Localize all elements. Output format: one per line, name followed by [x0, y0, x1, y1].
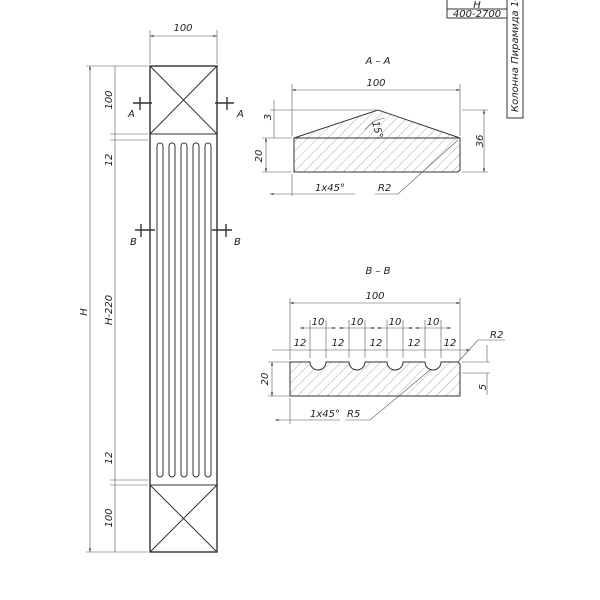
- top-block-dim: 100: [104, 90, 115, 109]
- aa-radius: R2: [378, 183, 391, 194]
- bb-gap-1: 12: [294, 338, 307, 349]
- section-a-left: A: [127, 109, 135, 120]
- h-label: H: [473, 0, 481, 11]
- section-b-right: B: [234, 237, 241, 248]
- section-bb-title: B – B: [365, 266, 390, 277]
- aa-angle: 15°: [369, 120, 384, 140]
- bb-gap-4: 12: [408, 338, 421, 349]
- section-bb: B – B 100 10 10 10 10 12 12 12 12 12 20 …: [260, 266, 505, 424]
- bb-groove-4: 10: [427, 317, 440, 328]
- bb-depth: 5: [478, 384, 489, 390]
- section-aa-title: A – A: [364, 56, 390, 67]
- top-gap-dim: 12: [104, 154, 115, 167]
- bb-width: 100: [365, 291, 384, 302]
- bb-chamfer: 1x45°: [310, 409, 340, 420]
- bottom-gap-dim: 12: [104, 452, 115, 465]
- column-elevation: 100 H 100 12 H-220 12 100 A A B B: [79, 23, 244, 553]
- flutes: [156, 142, 212, 478]
- bb-gap-2: 12: [332, 338, 345, 349]
- section-aa: A – A 100 36 20 3 15° 1x45° R2: [254, 56, 488, 196]
- bb-groove-1: 10: [312, 317, 325, 328]
- bb-gap-3: 12: [370, 338, 383, 349]
- section-a-right: A: [236, 109, 244, 120]
- section-b-left: B: [130, 237, 137, 248]
- aa-chamfer: 1x45°: [315, 183, 345, 194]
- bb-groove-radius: R5: [347, 409, 360, 420]
- width-dim: 100: [173, 23, 192, 34]
- h-range: 400-2700: [453, 9, 501, 20]
- product-name: Колонна Пирамида 100мм: [510, 0, 521, 112]
- bb-edge-radius: R2: [490, 330, 503, 341]
- bb-thickness: 20: [260, 373, 271, 386]
- aa-peak: 3: [263, 114, 274, 120]
- aa-width: 100: [366, 78, 385, 89]
- aa-total: 36: [475, 135, 486, 148]
- bb-gap-5: 12: [444, 338, 457, 349]
- bb-groove-3: 10: [389, 317, 402, 328]
- total-height-dim: H: [79, 308, 90, 316]
- title-block: H 400-2700 Колонна Пирамида 100мм: [446, 0, 524, 119]
- aa-thickness: 20: [254, 150, 265, 163]
- fluted-dim: H-220: [104, 295, 115, 325]
- bottom-block-dim: 100: [104, 508, 115, 527]
- bb-groove-2: 10: [351, 317, 364, 328]
